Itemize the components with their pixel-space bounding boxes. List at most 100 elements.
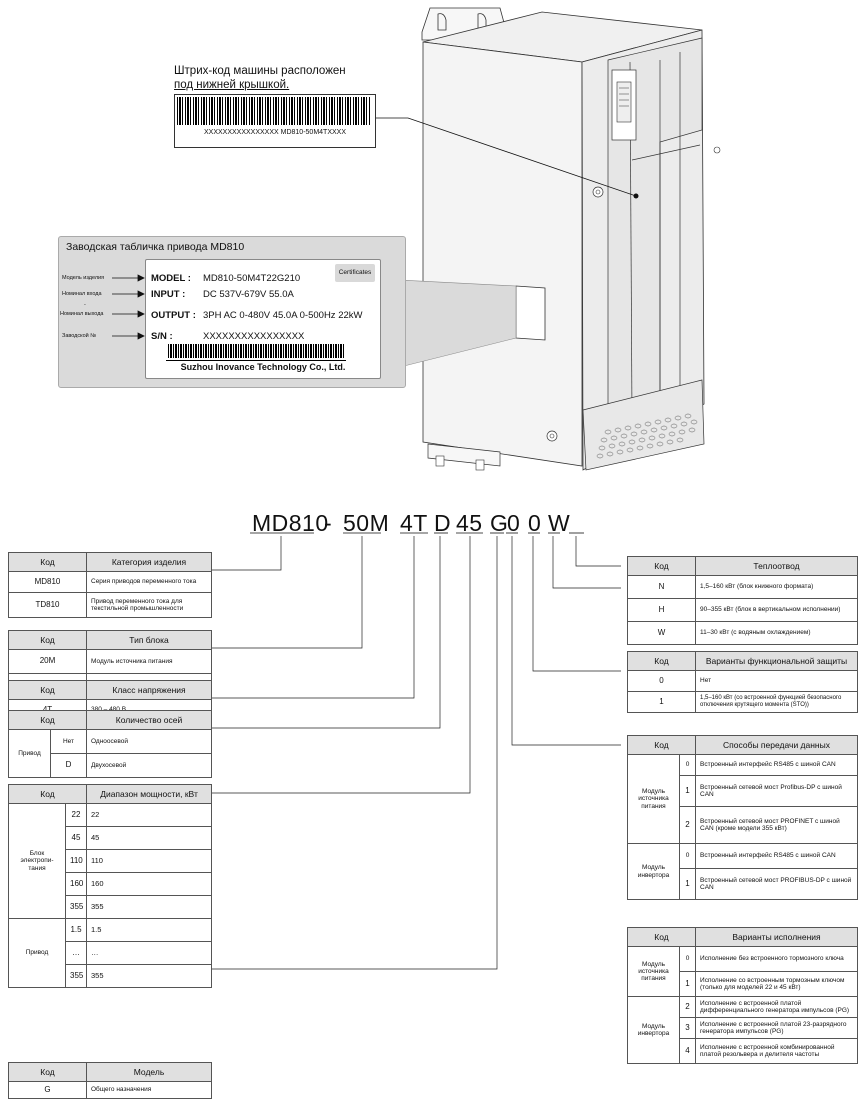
barcode-text: XXXXXXXXXXXXXXXX MD810-50M4TXXXX (203, 129, 346, 136)
th-variant: Варианты исполнения (695, 927, 859, 947)
code-safety: W (548, 510, 571, 536)
cell-code: Нет (49, 729, 88, 754)
th-code: Код (8, 552, 87, 572)
cell-desc: Встроенный интерфейс RS485 с шиной CAN (695, 754, 859, 776)
th-code: Код (8, 1062, 87, 1082)
cell-code: 355 (64, 964, 88, 988)
cell-desc: 11–30 кВт (с водяным охлаждением) (695, 621, 858, 645)
barcode-note-line2: под нижней крышкой. (174, 79, 290, 91)
cell-code: 1 (678, 868, 697, 900)
th-code: Код (627, 651, 696, 671)
label-output: Номинал выхода (60, 311, 104, 317)
cell-code: 1.5 (64, 918, 88, 942)
cell-code: D (49, 753, 88, 778)
cell-desc: 1,5–160 кВт (блок книжного формата) (695, 575, 858, 599)
np-output-key: OUTPUT : (151, 310, 196, 321)
cell-desc: Исполнение с встроенной комбинированной … (695, 1038, 859, 1064)
cell-code: 45 (64, 826, 88, 850)
th-safety: Варианты функциональной защиты (695, 651, 858, 671)
barcode-note-line1: Штрих-код машины расположен (174, 65, 346, 77)
cell-desc: 1,5–160 кВт (со встроенной функцией безо… (695, 691, 858, 713)
code-model: G (490, 510, 509, 536)
np-model-key: MODEL : (151, 273, 191, 284)
cell-code: 1 (678, 971, 697, 997)
th-code: Код (627, 556, 696, 576)
cell-desc: Одноосевой (86, 729, 213, 754)
cell-code: 1 (678, 775, 697, 807)
cell-code: 160 (64, 872, 88, 896)
np-input-key: INPUT : (151, 289, 186, 300)
code-dash: - (324, 510, 333, 536)
cell-desc: 22 (86, 803, 213, 827)
np-model-value: MD810-50M4T22G210 (203, 273, 301, 284)
cell-desc: 90–355 кВт (блок в вертикальном исполнен… (695, 598, 858, 622)
cell-code: W (627, 621, 696, 645)
cell-code: 0 (678, 946, 697, 972)
cell-code: 1 (627, 691, 696, 713)
cell-desc: Встроенный сетевой мост PROFINET с шиной… (695, 806, 859, 844)
cell-code: 0 (678, 754, 697, 776)
label-input: Номинал входа (62, 291, 102, 297)
th-code: Код (626, 735, 697, 755)
cell-desc: 1.5 (86, 918, 213, 942)
nameplate-heading: Заводская табличка привода MD810 (66, 241, 245, 253)
th-voltage: Класс напряжения (86, 680, 212, 700)
cell-code: G (8, 1081, 87, 1099)
cell-code: TD810 (8, 592, 87, 618)
np-input-value: DC 537V-679V 55.0A (203, 289, 294, 300)
np-output-value: 3PH AC 0-480V 45.0A 0-500Hz 22kW (203, 310, 363, 321)
th-model: Модель (86, 1062, 212, 1082)
cell-code: N (627, 575, 696, 599)
th-axes: Количество осей (86, 710, 213, 730)
cell-desc: Исполнение со встроенным тормозным ключо… (695, 971, 859, 997)
th-power: Диапазон мощности, кВт (86, 784, 213, 804)
cell-code: 2 (678, 806, 697, 844)
cell-desc: Исполнение с встроенной платой 23-разряд… (695, 1017, 859, 1039)
cell-code: H (627, 598, 696, 622)
cell-group: Блок электропи-тания (8, 803, 66, 919)
cell-code: 355 (64, 895, 88, 919)
th-heatsink: Теплоотвод (695, 556, 858, 576)
cell-desc: … (86, 941, 213, 965)
cell-desc: 110 (86, 849, 213, 873)
cell-desc: Общего назначения (86, 1081, 212, 1099)
cell-code: 22 (64, 803, 88, 827)
np-certificates: Certificates (335, 264, 375, 282)
cell-group: Модуль источника питания (627, 946, 680, 997)
cell-desc: 45 (86, 826, 213, 850)
nameplate: MODEL : MD810-50M4T22G210 Certificates I… (145, 259, 381, 379)
barcode-label: XXXXXXXXXXXXXXXX MD810-50M4TXXXX (174, 94, 376, 148)
cell-group: Модуль инвертора (627, 843, 680, 900)
code-unit-type: 50M (343, 510, 390, 536)
cell-code: 0 (627, 670, 696, 692)
cell-code: MD810 (8, 571, 87, 593)
code-comm: 0 (528, 510, 542, 536)
th-category: Категория изделия (86, 552, 212, 572)
cell-desc: Нет (695, 670, 858, 692)
code-axes: D (434, 510, 452, 536)
code-power: 45 (456, 510, 483, 536)
np-company-underline (166, 360, 346, 361)
cell-desc: 355 (86, 895, 213, 919)
np-company: Suzhou Inovance Technology Co., Ltd. (180, 362, 346, 372)
label-model: Модель изделия (62, 275, 105, 281)
